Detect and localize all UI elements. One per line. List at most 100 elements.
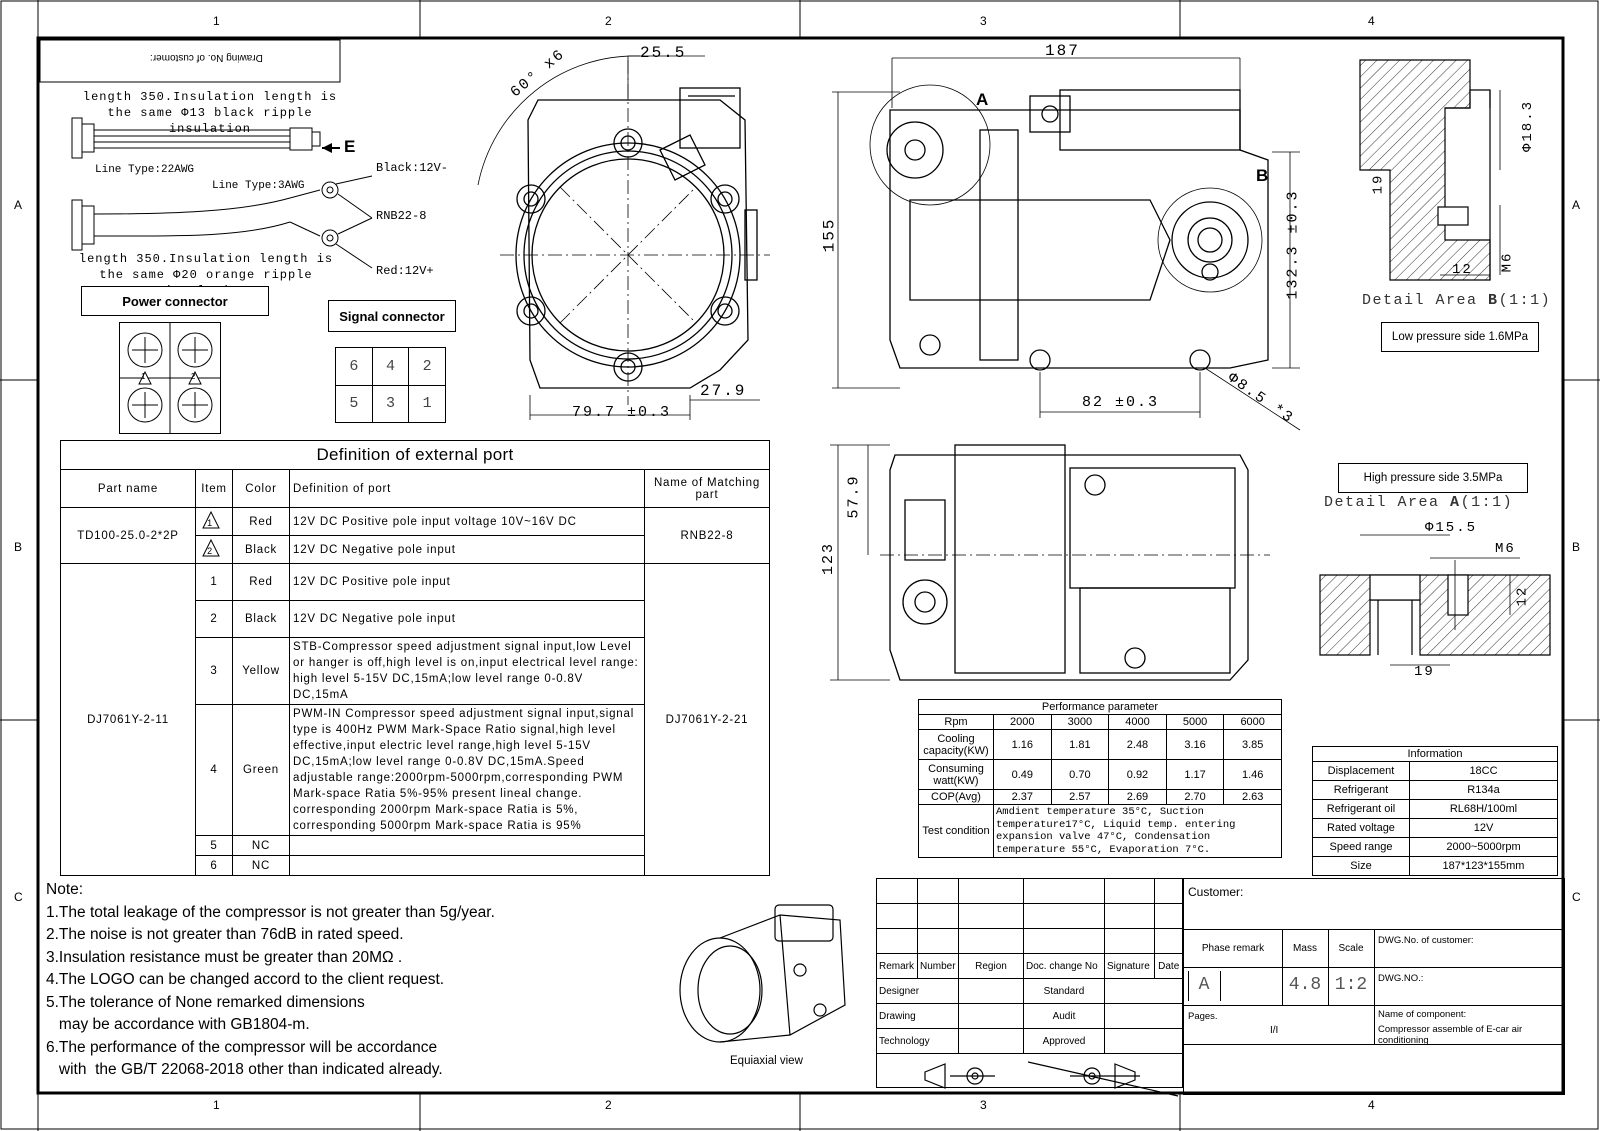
low-pressure-box: Low pressure side 1.6MPa [1381,322,1539,352]
consuming-2000: 0.49 [993,759,1052,790]
signal-connector-diagram: 6 4 2 5 3 1 [335,347,446,423]
signal-color-4: Green [232,704,290,836]
triangle-icon [202,510,220,529]
detail-a-d12: 12 [1514,585,1531,607]
port-table-header-part: Part name [60,469,196,508]
signal-pin-2: 2 [408,347,446,386]
cop-4000: 2.69 [1108,789,1167,805]
port-definition-table: Definition of external port Part name It… [60,440,770,876]
port-table-header-match: Name of Matching part [644,469,770,508]
cop-5000: 2.70 [1165,789,1225,805]
customer-drawing-no-mirrored: Drawing No. of customer: [150,52,263,63]
detail-b-d19: 19 [1370,173,1387,195]
info-val-voltage: 12V [1409,818,1558,838]
power-item-2: 2 [195,535,233,564]
info-title: Information [1312,746,1558,762]
notes-block: Note: 1.The total leakage of the compres… [46,879,686,1082]
signal-pin-3: 3 [371,384,410,423]
detail-b-letter: B [1488,292,1499,309]
revision-grid: Remark Number Region Doc. change No Sign… [876,878,1184,1088]
info-val-refrigerant: R134a [1409,780,1558,800]
cooling-5000: 3.16 [1165,729,1225,760]
consuming-6000: 1.46 [1223,759,1282,790]
info-val-size: 187*123*155mm [1409,856,1558,876]
zone-label-2-bottom: 2 [605,1098,612,1112]
cooling-6000: 3.85 [1223,729,1282,760]
tb-pages-value: I/I [1270,1025,1279,1036]
signal-connector-title: Signal connector [328,300,456,332]
title-block-right: Customer: Phase remark Mass Scale A 4.8 … [1183,878,1565,1095]
signal-color-3: Yellow [232,637,290,705]
zone-label-B-right: B [1572,540,1581,554]
consuming-3000: 0.70 [1050,759,1110,790]
detail-a-section [1319,574,1551,656]
signal-color-2: Black [232,600,290,638]
signal-line-type: Line Type:22AWG [95,164,195,176]
tb-mass: Mass [1293,943,1317,954]
info-key-displacement: Displacement [1312,761,1410,781]
tb-signature: Signature [1103,953,1156,979]
cooling-4000: 2.48 [1108,729,1167,760]
iso-caption: Equiaxial view [730,1055,803,1067]
port-table-title: Definition of external port [60,440,770,470]
wiring-harness-drawing [71,117,373,269]
signal-color-6: NC [232,855,290,876]
tb-region: Region [958,953,1024,979]
power-pin-1: 1 [141,372,146,381]
tb-mass-value: 4.8 [1288,975,1322,995]
cooling-2000: 1.16 [993,729,1052,760]
power-def-2: 12V DC Negative pole input [289,535,645,564]
power-item-1: 1 [195,507,233,536]
tb-component-label: Name of component: [1378,1009,1467,1020]
consuming-5000: 1.17 [1165,759,1225,790]
signal-pin-6: 6 [335,347,373,386]
power-pin-2: 2 [191,372,196,381]
port-table-header-item: Item [195,469,233,508]
cooling-3000: 1.81 [1050,729,1110,760]
red-wire-label: Red:12V+ [376,264,434,278]
zone-label-2: 2 [605,14,612,28]
note-3: 3.Insulation resistance must be greater … [46,948,403,966]
tb-dwg-no: DWG.NO.: [1378,973,1424,984]
rpm-label: Rpm [918,714,994,730]
performance-title: Performance parameter [918,699,1282,715]
detail-b-m6: M6 [1499,251,1516,273]
info-key-oil: Refrigerant oil [1312,799,1410,819]
signal-pin-5: 5 [335,384,373,423]
dim-82: 82 ±0.3 [1082,394,1160,411]
signal-item-4: 4 [195,704,233,836]
tb-number: Number [917,953,959,979]
zone-label-4: 4 [1368,14,1375,28]
tb-dwg-customer: DWG.No. of customer: [1378,935,1474,946]
info-key-speed: Speed range [1312,837,1410,857]
signal-def-6 [289,855,645,876]
tb-standard: Standard [1023,978,1105,1004]
detail-b-title-text: Detail Area [1362,292,1478,309]
cop-3000: 2.57 [1050,789,1110,805]
port-table-header-color: Color [232,469,290,508]
dim-123: 123 [820,541,838,576]
signal-item-5: 5 [195,835,233,856]
cop-2000: 2.37 [993,789,1052,805]
note-6-cont: with the GB/T 22068-2018 other than indi… [46,1061,443,1078]
power-color-2: Black [232,535,290,564]
dim-25-5: 25.5 [640,44,687,62]
bottom-view-drawing [889,444,1249,681]
signal-item-2: 2 [195,600,233,638]
power-color-1: Red [232,507,290,536]
signal-def-1: 12V DC Positive pole input [289,563,645,601]
detail-b-scale: (1:1) [1498,292,1552,309]
signal-def-3: STB-Compressor speed adjustment signal i… [289,637,645,705]
tb-technology: Technology [876,1028,959,1054]
dim-79-7: 79.7 ±0.3 [572,404,672,421]
info-val-speed: 2000~5000rpm [1409,837,1558,857]
note-5: 5.The tolerance of None remarked dimensi… [46,993,365,1011]
tb-approved: Approved [1023,1028,1105,1054]
view-label-b: B [1256,166,1269,185]
performance-table: Performance parameter Rpm 2000 3000 4000… [918,699,1282,858]
dim-132-3: 132.3 ±0.3 [1284,189,1302,300]
tb-drawing: Drawing [876,1003,959,1029]
tb-date: Date [1154,953,1183,979]
detail-b-d18-3: Φ18.3 [1520,99,1537,153]
